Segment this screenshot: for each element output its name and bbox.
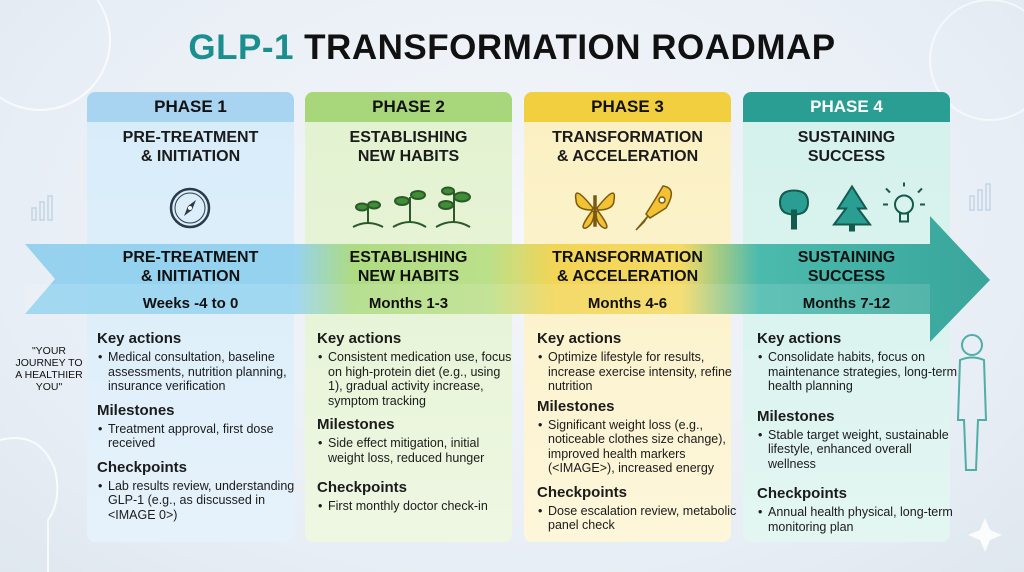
trees-lightbulb-icon xyxy=(778,182,925,232)
human-silhouette-icon xyxy=(956,334,988,471)
timeline-arrow xyxy=(25,216,990,342)
phase-3-title: TRANSFORMATION& ACCELERATION xyxy=(552,129,703,165)
checkpoints-heading: Checkpoints xyxy=(317,479,408,496)
band-phase-3-timeframe: Months 4-6 xyxy=(587,295,668,312)
key-actions-heading: Key actions xyxy=(97,330,182,347)
phase-1-title: PRE-TREATMENT& INITIATION xyxy=(122,129,259,165)
band-phase-1-timeframe: Weeks -4 to 0 xyxy=(142,295,239,312)
milestones-heading: Milestones xyxy=(757,407,835,425)
checkpoints-heading: Checkpoints xyxy=(97,458,188,476)
milestones-text: Side effect mitigation, initial weight l… xyxy=(317,436,517,465)
sparkle-icon xyxy=(968,518,1002,552)
key-actions-text: Optimize lifestyle for results, increase… xyxy=(537,350,737,394)
sprouts-icon xyxy=(352,186,471,228)
band-phase-3-title: TRANSFORMATION& ACCELERATION xyxy=(552,249,703,285)
key-actions-text: Consistent medication use, focus on high… xyxy=(317,350,517,408)
milestones-heading: Milestones xyxy=(97,401,175,419)
checkpoints-text: Annual health physical, long-term monito… xyxy=(757,505,957,534)
butterfly-rocket-icon xyxy=(574,185,672,231)
compass-icon xyxy=(169,187,211,229)
phase-4-details: Key actions Consolidate habits, focus on… xyxy=(757,330,957,542)
head-outline-icon xyxy=(0,437,59,572)
milestones-heading: Milestones xyxy=(537,397,615,415)
side-quote: "YOUR JOURNEY TO A HEALTHIER YOU" xyxy=(15,345,83,393)
phase-2-details: Key actions Consistent medication use, f… xyxy=(317,330,517,522)
phase-3-details: Key actions Optimize lifestyle for resul… xyxy=(537,330,737,541)
key-actions-text: Consolidate habits, focus on maintenance… xyxy=(757,350,957,394)
phase-1-panel: PHASE 1 PRE-TREATMENT& INITIATION xyxy=(87,92,294,542)
chart-decor-icon xyxy=(31,183,991,221)
phase-2-label: PHASE 2 xyxy=(305,92,512,122)
band-phase-2-timeframe: Months 1-3 xyxy=(368,295,449,312)
milestones-text: Treatment approval, first dose received xyxy=(97,422,297,451)
key-actions-heading: Key actions xyxy=(537,330,622,347)
phase-3-label: PHASE 3 xyxy=(524,92,731,122)
milestones-heading: Milestones xyxy=(317,416,395,433)
key-actions-heading: Key actions xyxy=(317,330,402,347)
milestones-text: Significant weight loss (e.g., noticeabl… xyxy=(537,418,737,476)
key-actions-heading: Key actions xyxy=(757,330,842,347)
checkpoints-text: Lab results review, understanding GLP-1 … xyxy=(97,479,297,523)
page-title: GLP-1 TRANSFORMATION ROADMAP xyxy=(188,28,836,67)
checkpoints-text: Dose escalation review, metabolic panel … xyxy=(537,504,737,533)
phase-4-label: PHASE 4 xyxy=(743,92,950,122)
key-actions-text: Medical consultation, baseline assessmen… xyxy=(97,350,297,394)
checkpoints-text: First monthly doctor check-in xyxy=(317,499,517,514)
checkpoints-heading: Checkpoints xyxy=(537,483,628,501)
phase-1-label: PHASE 1 xyxy=(87,92,294,122)
band-phase-1-title: PRE-TREATMENT& INITIATION xyxy=(122,249,259,285)
phase-1-details: Key actions Medical consultation, baseli… xyxy=(97,330,297,530)
band-phase-4-timeframe: Months 7-12 xyxy=(802,295,891,312)
milestones-text: Stable target weight, sustainable lifest… xyxy=(757,428,957,472)
checkpoints-heading: Checkpoints xyxy=(757,485,848,502)
